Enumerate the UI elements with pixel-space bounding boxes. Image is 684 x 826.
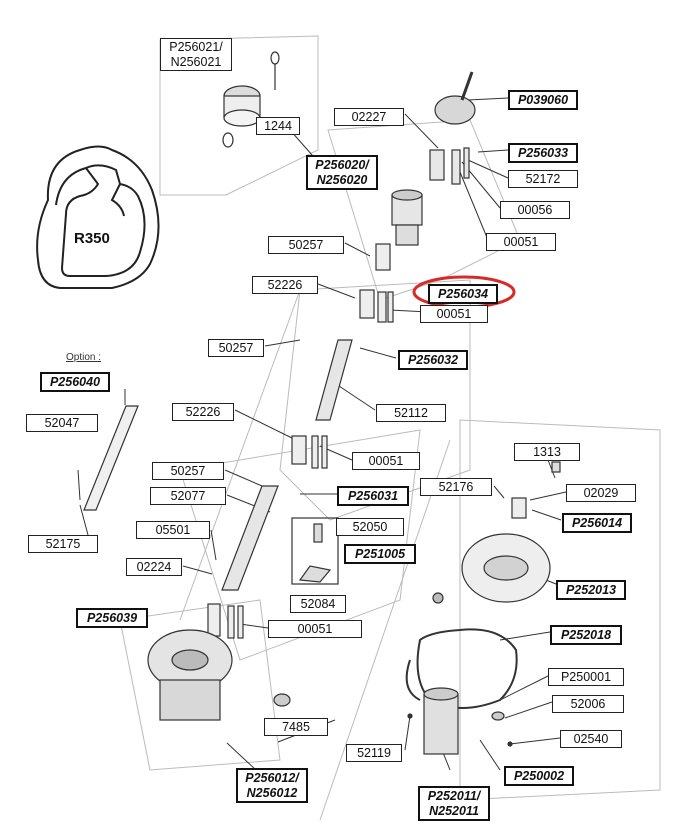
option-caption: Option :	[66, 352, 102, 363]
r350-label: R350	[74, 230, 110, 247]
part-label-p256034[interactable]: P256034	[428, 284, 498, 304]
part-label-p251005[interactable]: P251005	[344, 544, 416, 564]
part-label-p256040[interactable]: P256040	[40, 372, 110, 392]
r350-profile-icon	[36, 145, 160, 289]
part-label-52006[interactable]: 52006	[552, 695, 624, 713]
part-label-p039060[interactable]: P039060	[508, 90, 578, 110]
part-label-p256020[interactable]: P256020/ N256020	[306, 155, 378, 190]
part-label-p256032[interactable]: P256032	[398, 350, 468, 370]
part-label-50257-a[interactable]: 50257	[268, 236, 344, 254]
part-label-p250001[interactable]: P250001	[548, 668, 624, 686]
part-label-p250002[interactable]: P250002	[504, 766, 574, 786]
part-label-52050[interactable]: 52050	[336, 518, 404, 536]
part-label-50257-b[interactable]: 50257	[208, 339, 264, 357]
part-label-52112[interactable]: 52112	[376, 404, 446, 422]
part-label-52175[interactable]: 52175	[28, 535, 98, 553]
part-label-52047[interactable]: 52047	[26, 414, 98, 432]
part-label-52176[interactable]: 52176	[420, 478, 492, 496]
part-label-00056[interactable]: 00056	[500, 201, 570, 219]
part-label-00051-c[interactable]: 00051	[352, 452, 420, 470]
part-label-00051-a[interactable]: 00051	[486, 233, 556, 251]
part-label-1244[interactable]: 1244	[256, 117, 300, 135]
part-label-p256014[interactable]: P256014	[562, 513, 632, 533]
part-label-52119[interactable]: 52119	[346, 744, 402, 762]
part-label-02540[interactable]: 02540	[560, 730, 622, 748]
part-label-p256031[interactable]: P256031	[337, 486, 409, 506]
part-label-02029[interactable]: 02029	[566, 484, 636, 502]
part-label-p256039[interactable]: P256039	[76, 608, 148, 628]
part-label-52172[interactable]: 52172	[508, 170, 578, 188]
part-label-02227[interactable]: 02227	[334, 108, 404, 126]
part-label-52077[interactable]: 52077	[150, 487, 226, 505]
part-label-p252013[interactable]: P252013	[556, 580, 626, 600]
part-label-7485[interactable]: 7485	[264, 718, 328, 736]
part-label-00051-d[interactable]: 00051	[268, 620, 362, 638]
part-label-52226-b[interactable]: 52226	[172, 403, 234, 421]
part-label-1313[interactable]: 1313	[514, 443, 580, 461]
part-label-02224[interactable]: 02224	[126, 558, 182, 576]
part-label-p256033[interactable]: P256033	[508, 143, 578, 163]
part-drawings	[83, 51, 561, 755]
part-label-p256021[interactable]: P256021/ N256021	[160, 38, 232, 71]
part-label-00051-b[interactable]: 00051	[420, 305, 488, 323]
part-label-p256012[interactable]: P256012/ N256012	[236, 768, 308, 803]
part-label-52226-a[interactable]: 52226	[252, 276, 318, 294]
part-label-50257-c[interactable]: 50257	[152, 462, 224, 480]
part-label-p252011[interactable]: P252011/ N252011	[418, 786, 490, 821]
part-label-p252018[interactable]: P252018	[550, 625, 622, 645]
part-label-05501[interactable]: 05501	[136, 521, 210, 539]
part-label-52084[interactable]: 52084	[290, 595, 346, 613]
